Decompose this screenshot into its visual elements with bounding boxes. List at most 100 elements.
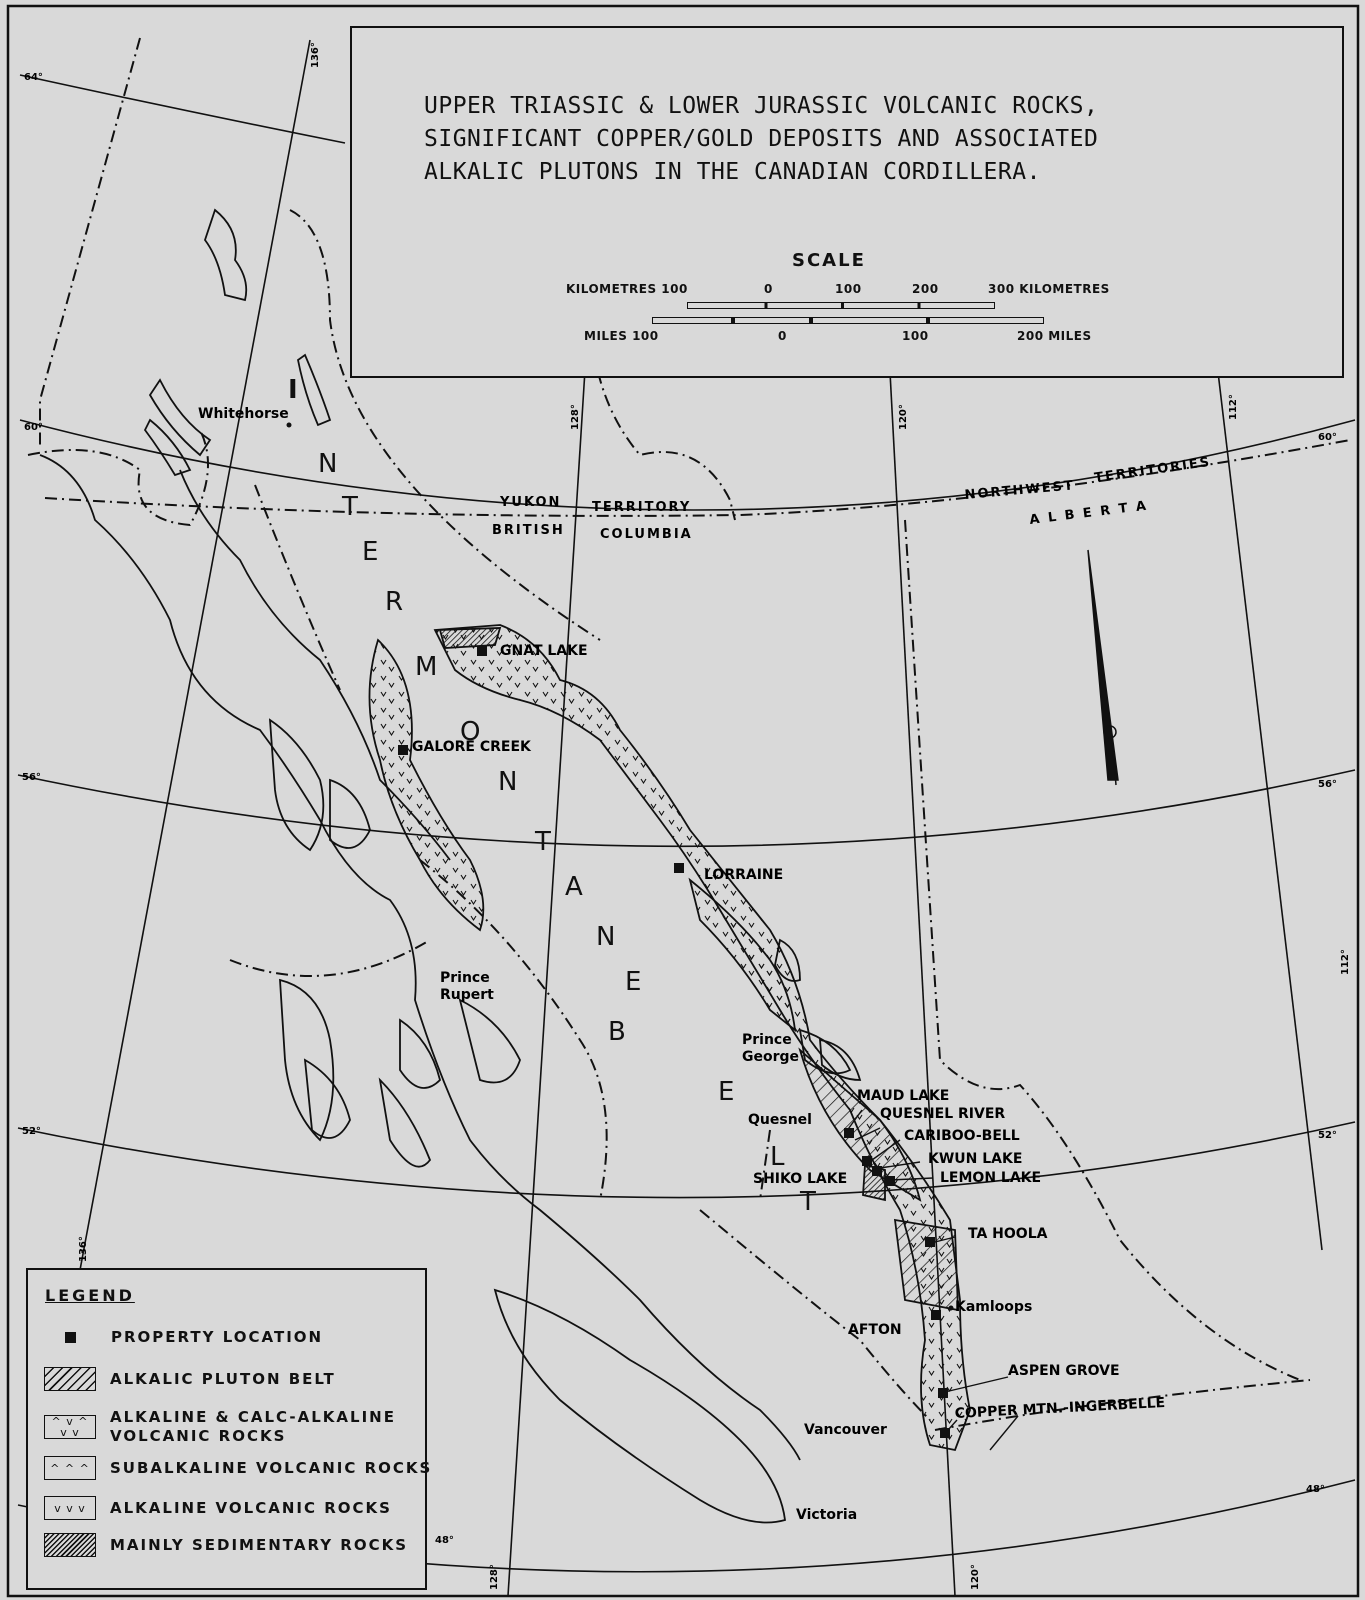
property-shiko-lake-label: SHIKO LAKE [753,1171,847,1187]
property-kwun-lake-label: KWUN LAKE [928,1151,1022,1167]
region-british-label: BRITISH [492,523,565,538]
lat-48-west-label: 48° [435,1535,454,1546]
scale-heading: SCALE [792,250,866,271]
scale-km-left: KILOMETRES 100 [566,282,688,296]
coastline [39,208,801,1524]
scale-mi-0: 0 [778,329,787,343]
north-arrow [1087,549,1119,786]
city-prince-george-label: Prince [742,1032,792,1048]
alk-calc-swatch: ^ v ^v v [44,1415,96,1439]
property-aspen-grove-label: ASPEN GROVE [1008,1363,1120,1379]
belt-letter: E [718,1077,734,1107]
subalkaline-swatch: ^ ^ ^ [44,1456,96,1480]
city-whitehorse-label: Whitehorse [198,406,289,422]
lon-112-north-label: 112° [1228,394,1239,420]
property-quesnel-river-label: QUESNEL RIVER [880,1106,1005,1122]
scale-bar-km [687,302,995,309]
legend: LEGEND PROPERTY LOCATION ALKALIC PLUTON … [26,1268,430,1590]
leader-lines [845,1109,1019,1451]
property-marker [940,1428,950,1438]
lon-128-north-label: 128° [570,404,581,430]
scale-km-0: 0 [764,282,773,296]
map-frame [6,4,1360,1598]
property-marker [862,1156,872,1166]
region-territories-label: TERRITORIES [1093,455,1212,486]
property-copper-mtn-label: COPPER MTN.-INGERBELLE [954,1395,1165,1422]
region-alberta-label: A L B E R T A [1029,499,1149,528]
belt-letter: I [288,375,298,405]
lat-60-west-label: 60° [24,422,43,433]
scale-mi-right: 200 MILES [1017,329,1092,343]
lat-60-east-label: 60° [1318,432,1337,443]
city-prince-george-label: George [742,1049,799,1065]
lon-128-south-label: 128° [489,1564,500,1590]
belt-letter: R [385,587,403,617]
city-prince-rupert-label: Rupert [440,987,494,1003]
property-marker [398,745,408,755]
legend-row-pluton: ALKALIC PLUTON BELT [44,1367,336,1391]
region-yukon-label: YUKON [499,495,561,510]
sedimentary-swatch [44,1533,96,1557]
lon-120-south-label: 120° [970,1564,981,1590]
belt-letter: M [415,652,437,682]
property-maud-lake-label: MAUD LAKE [857,1088,949,1104]
lat-64-label: 64° [24,72,43,83]
legend-row-alk-calc: ^ v ^v v ALKALINE & CALC-ALKALINE VOLCAN… [44,1408,396,1446]
belt-letter: T [341,492,358,522]
scale-mi-100: 100 [902,329,929,343]
alkaline-swatch: v v v [44,1496,96,1520]
property-ta-hoola-label: TA HOOLA [968,1226,1048,1242]
city-marker [948,1305,954,1311]
legend-title: LEGEND [45,1286,135,1305]
pluton-hatch-swatch [44,1367,96,1391]
property-markers [398,646,950,1438]
lat-56-east-label: 56° [1318,779,1337,790]
city-vancouver-label: Vancouver [804,1422,887,1438]
legend-row-subalkaline: ^ ^ ^ SUBALKALINE VOLCANIC ROCKS [44,1456,432,1480]
property-galore-creek-label: GALORE CREEK [412,739,532,755]
belt-letter: O [460,717,480,747]
property-lorraine-label: LORRAINE [704,867,783,883]
belt-letter: L [770,1142,785,1172]
property-marker [674,863,684,873]
scale-bar-miles [652,317,1044,324]
city-quesnel-label: Quesnel [748,1112,812,1128]
property-square-icon [65,1332,76,1343]
belt-letter: A [565,872,583,902]
property-marker [925,1237,935,1247]
lon-136-south-label: 136° [78,1236,89,1262]
legend-row-sedimentary: MAINLY SEDIMENTARY ROCKS [44,1533,408,1557]
property-afton-label: AFTON [848,1322,902,1338]
city-victoria-label: Victoria [796,1507,857,1523]
lat-52-west-label: 52° [22,1126,41,1137]
property-marker [477,646,487,656]
lon-136-north-label: 136° [310,42,321,68]
property-marker [872,1166,882,1176]
belt-letter: E [625,967,641,997]
property-marker [931,1310,941,1320]
property-marker [938,1388,948,1398]
title-box: UPPER TRIASSIC & LOWER JURASSIC VOLCANIC… [350,26,1344,378]
legend-row-property: PROPERTY LOCATION [44,1328,323,1347]
city-kamloops-label: Kamloops [955,1299,1032,1315]
city-marker [286,422,292,428]
property-marker [885,1176,895,1186]
belt-letter: T [534,827,551,857]
property-cariboo-bell-label: CARIBOO-BELL [904,1128,1020,1144]
belt-letter: N [498,767,517,797]
property-gnat-lake-label: GNAT LAKE [500,643,588,659]
political-boundaries [27,37,1351,1431]
belt-letter: N [318,449,337,479]
region-columbia-label: COLUMBIA [600,527,693,542]
scale-km-100: 100 [835,282,862,296]
belt-letter: N [596,922,615,952]
city-prince-rupert-label: Prince [440,970,490,986]
scale-km-200: 200 [912,282,939,296]
belt-letter: E [362,537,378,567]
region-territory-label: TERRITORY [592,500,691,515]
lat-48-east-label: 48° [1306,1484,1325,1495]
scale-km-right: 300 KILOMETRES [988,282,1110,296]
property-lemon-lake-label: LEMON LAKE [940,1170,1041,1186]
lon-112-east-label: 112° [1340,949,1351,975]
